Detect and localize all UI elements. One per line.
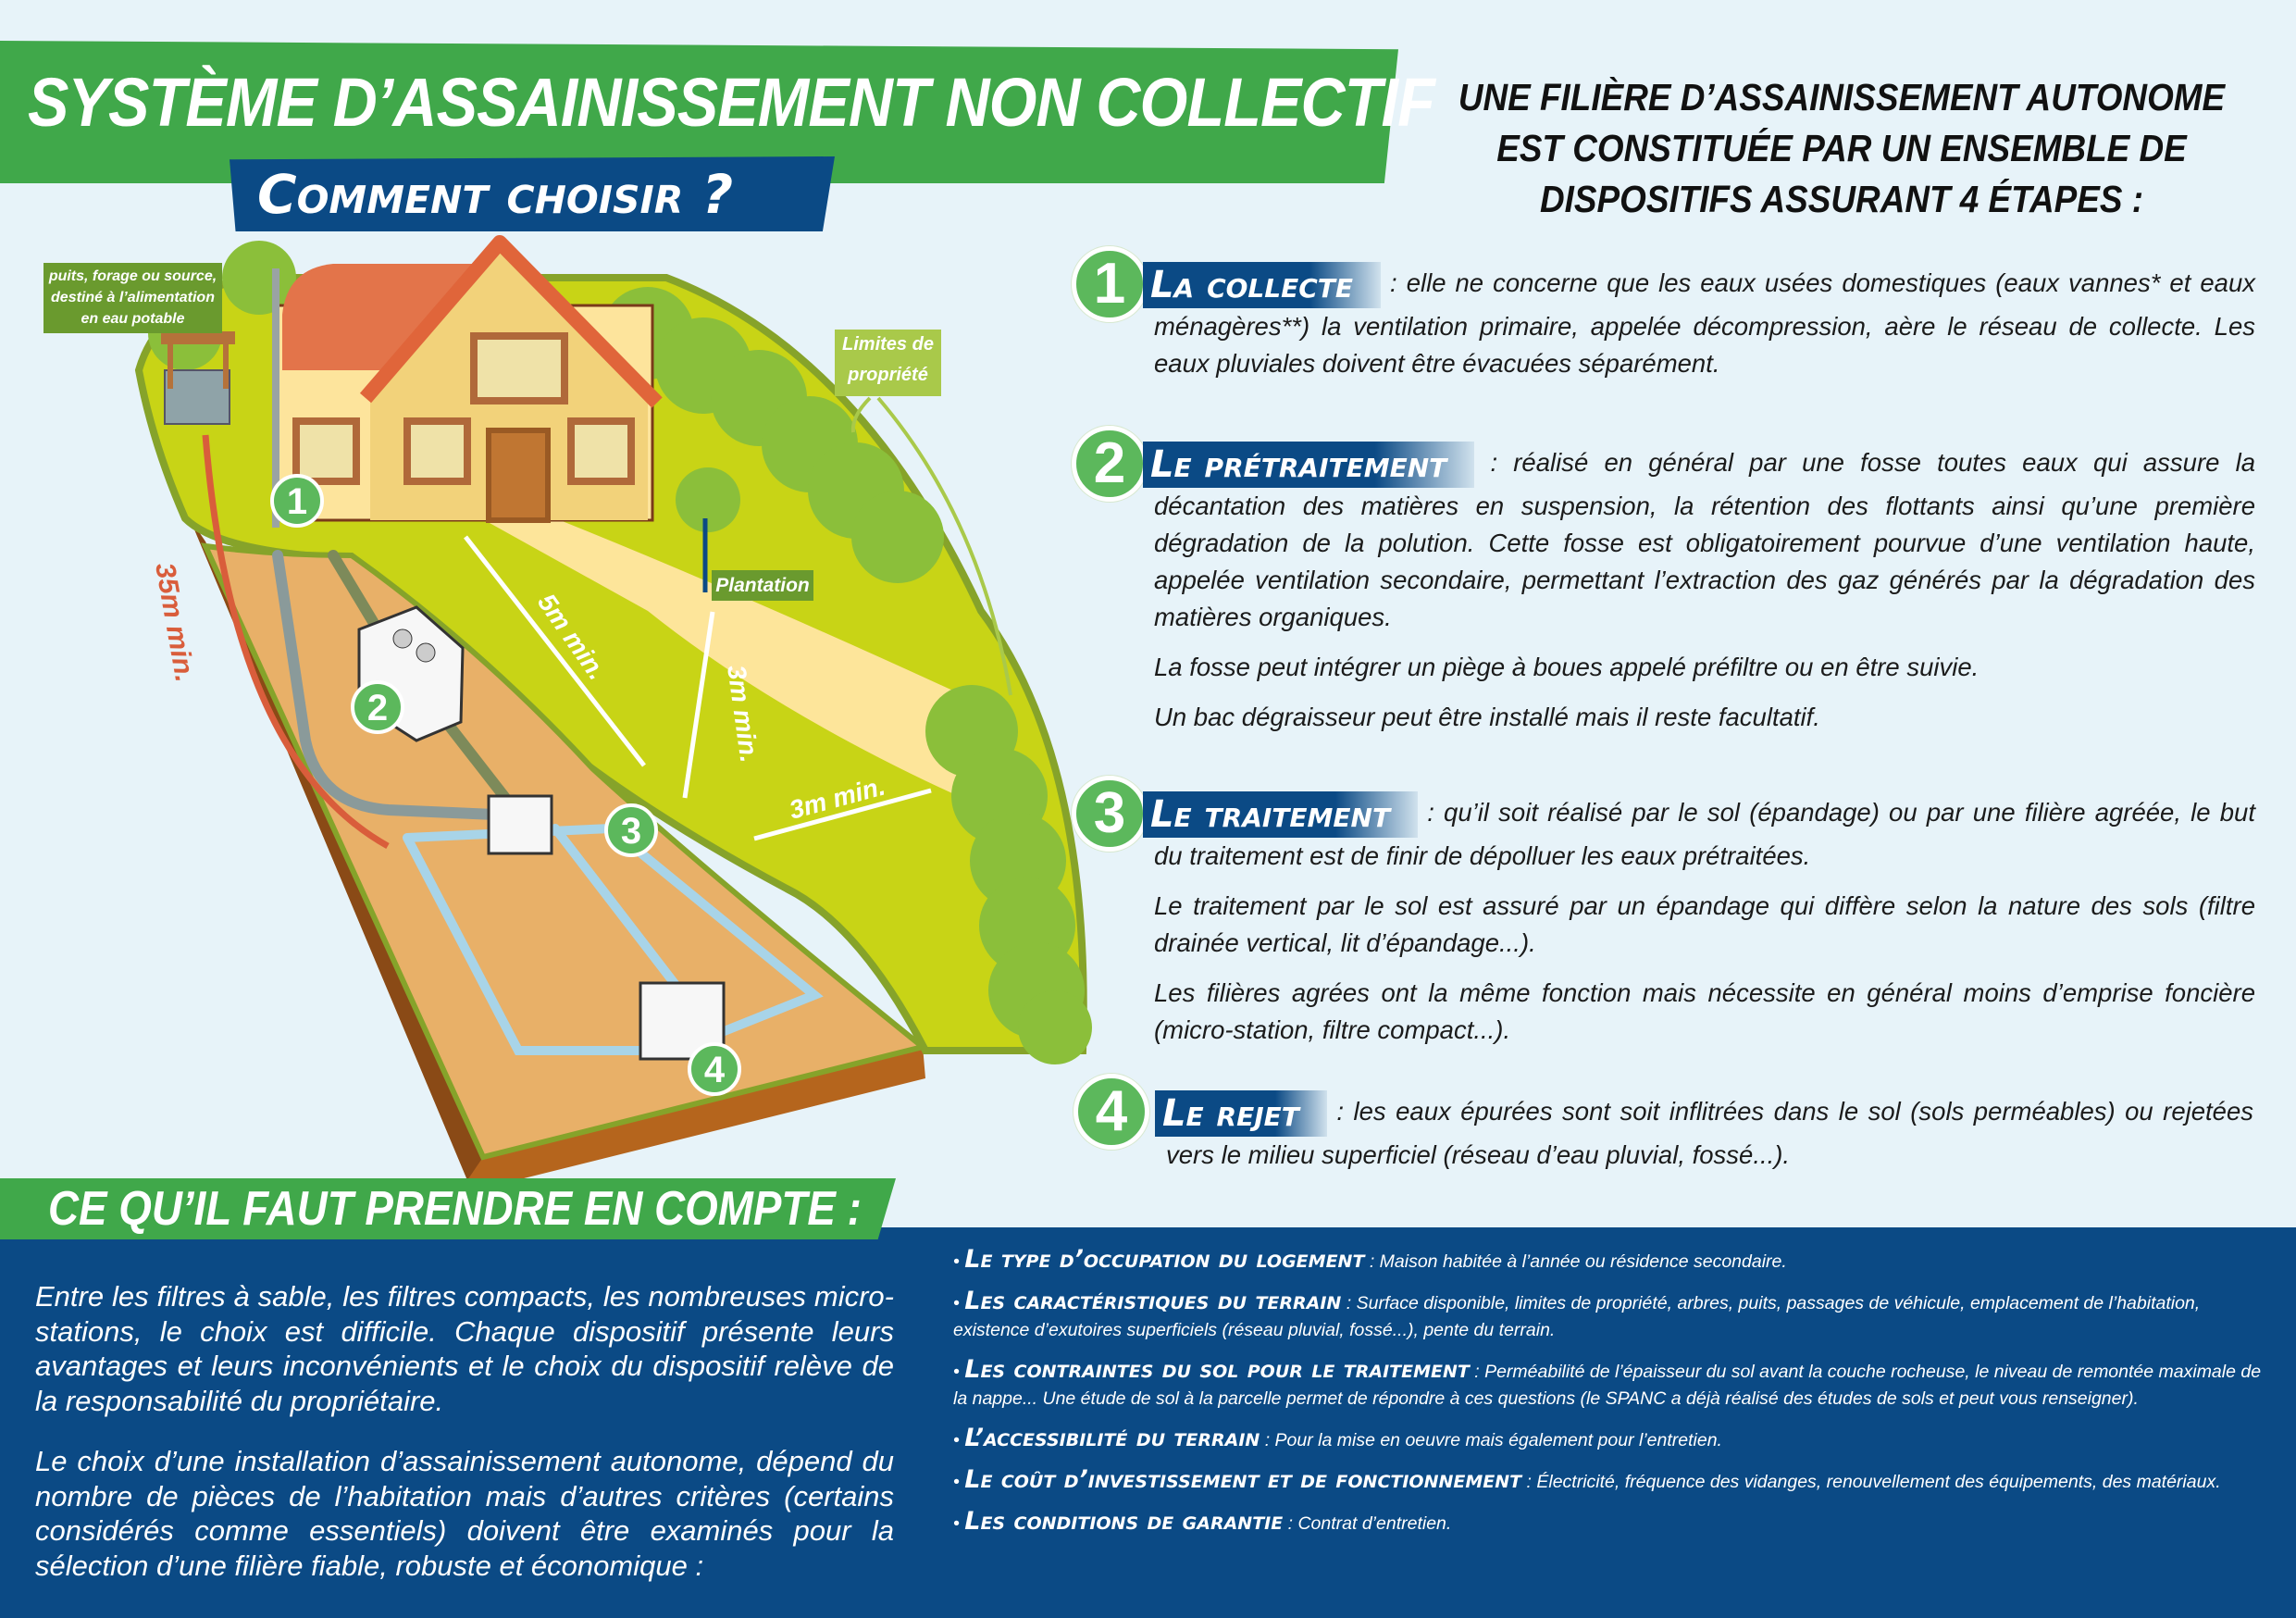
step-2-title: Le prétraitement: [1143, 442, 1475, 488]
criterion-title: Le type d’occupation du logement: [964, 1245, 1365, 1274]
tree: [676, 467, 740, 592]
list-item: • Les conditions de garantie : Contrat d…: [953, 1507, 1452, 1536]
criterion-text: : Maison habitée à l’année ou résidence …: [1364, 1251, 1787, 1272]
distance-arrows: [202, 396, 1012, 850]
house: [272, 235, 663, 528]
criterion-text: : Surface disponible, limites de proprié…: [953, 1293, 2201, 1340]
marker-3: 3: [621, 811, 641, 852]
step-3-text-3: Les filières agrées ont la même fonction…: [1154, 978, 2255, 1044]
list-item: • Les contraintes du sol pour le traitem…: [953, 1355, 2262, 1409]
step-2-number: 2: [1072, 426, 1148, 502]
step-3-number: 3: [1072, 776, 1148, 852]
system-illustration: 35m min. 5m min. 3m min. 3m min. 1 2 3 4: [134, 235, 1092, 1187]
step-2-text-3: Un bac dégraisseur peut être installé ma…: [1154, 703, 1820, 731]
criterion-title: L’accessibilité du terrain: [964, 1424, 1260, 1452]
step-2: Le prétraitement : réalisé en général pa…: [1143, 442, 2255, 749]
step-1-title: La collecte: [1143, 262, 1382, 308]
step-4-number: 4: [1074, 1074, 1149, 1150]
criteria-list: • Le type d’occupation du logement : Mai…: [953, 1246, 2267, 1550]
dist-35-label: 35m min.: [149, 560, 200, 684]
plantation-label: Plantation: [712, 570, 813, 601]
criterion-text: : Électricité, fréquence des vidanges, r…: [1521, 1472, 2221, 1492]
step-3: Le traitement : qu’il soit réalisé par l…: [1143, 791, 2255, 1062]
considerations-panel: [0, 1227, 2296, 1618]
criterion-title: Les caractéristiques du terrain: [964, 1287, 1342, 1315]
criterion-text: : Perméabilité de l’épaisseur du sol ava…: [953, 1362, 2262, 1409]
criterion-text: : Pour la mise en oeuvre mais également …: [1260, 1430, 1722, 1450]
criterion-title: Le coût d’investissement et de fonctionn…: [964, 1465, 1522, 1494]
list-item: • Le type d’occupation du logement : Mai…: [953, 1245, 1787, 1274]
step-4-title: Le rejet: [1155, 1090, 1327, 1137]
subtitle-banner: [230, 156, 835, 231]
criterion-text: : Contrat d’entretien.: [1283, 1513, 1452, 1534]
criterion-title: Les conditions de garantie: [964, 1507, 1284, 1536]
marker-4: 4: [704, 1050, 726, 1090]
step-2-text: : réalisé en général par une fosse toute…: [1154, 448, 2255, 631]
subtitle: Comment choisir ?: [257, 163, 734, 226]
distribution-box: [487, 794, 553, 855]
step-1: La collecte : elle ne concerne que les e…: [1143, 262, 2256, 395]
step-1-text: : elle ne concerne que les eaux usées do…: [1154, 268, 2256, 378]
list-item: • L’accessibilité du terrain : Pour la m…: [953, 1424, 1722, 1452]
step-4: Le rejet : les eaux épurées sont soit in…: [1155, 1090, 2254, 1187]
property-limits-label: Limites de propriété: [835, 330, 941, 396]
step-1-number: 1: [1072, 246, 1148, 322]
page-title: SYSTÈME D’ASSAINISSEMENT NON COLLECTIF: [28, 64, 1435, 141]
step-2-text-2: La fosse peut intégrer un piège à boues …: [1154, 653, 1980, 681]
well: [161, 331, 235, 425]
step-3-title: Le traitement: [1143, 791, 1419, 838]
well-label: puits, forage ou source, destiné à l’ali…: [43, 263, 222, 333]
limits-line-2: propriété: [848, 365, 928, 385]
marker-1: 1: [287, 481, 307, 522]
step-4-text: : les eaux épurées sont soit inflitrées …: [1166, 1097, 2254, 1169]
intro-paragraph-1: Entre les filtres à sable, les filtres c…: [35, 1280, 894, 1417]
limits-line-1: Limites de: [842, 334, 934, 355]
considerations-intro: Entre les filtres à sable, les filtres c…: [35, 1279, 894, 1609]
step-3-text: : qu’il soit réalisé par le sol (épandag…: [1154, 798, 2255, 870]
list-item: • Les caractéristiques du terrain : Surf…: [953, 1287, 2201, 1340]
criterion-title: Les contraintes du sol pour le traitemen…: [964, 1355, 1470, 1384]
intro-paragraph-2: Le choix d’une installation d’assainisse…: [35, 1445, 894, 1582]
considerations-title: CE QU’IL FAUT PRENDRE EN COMPTE :: [48, 1182, 862, 1236]
driveway: [481, 518, 999, 815]
step-3-text-2: Le traitement par le sol est assuré par …: [1154, 891, 2255, 957]
considerations-banner: [0, 1178, 896, 1239]
intro-text: UNE FILIÈRE D’ASSAINISSEMENT AUTONOME ES…: [1458, 76, 2226, 220]
marker-2: 2: [367, 688, 388, 728]
list-item: • Le coût d’investissement et de fonctio…: [953, 1465, 2221, 1494]
